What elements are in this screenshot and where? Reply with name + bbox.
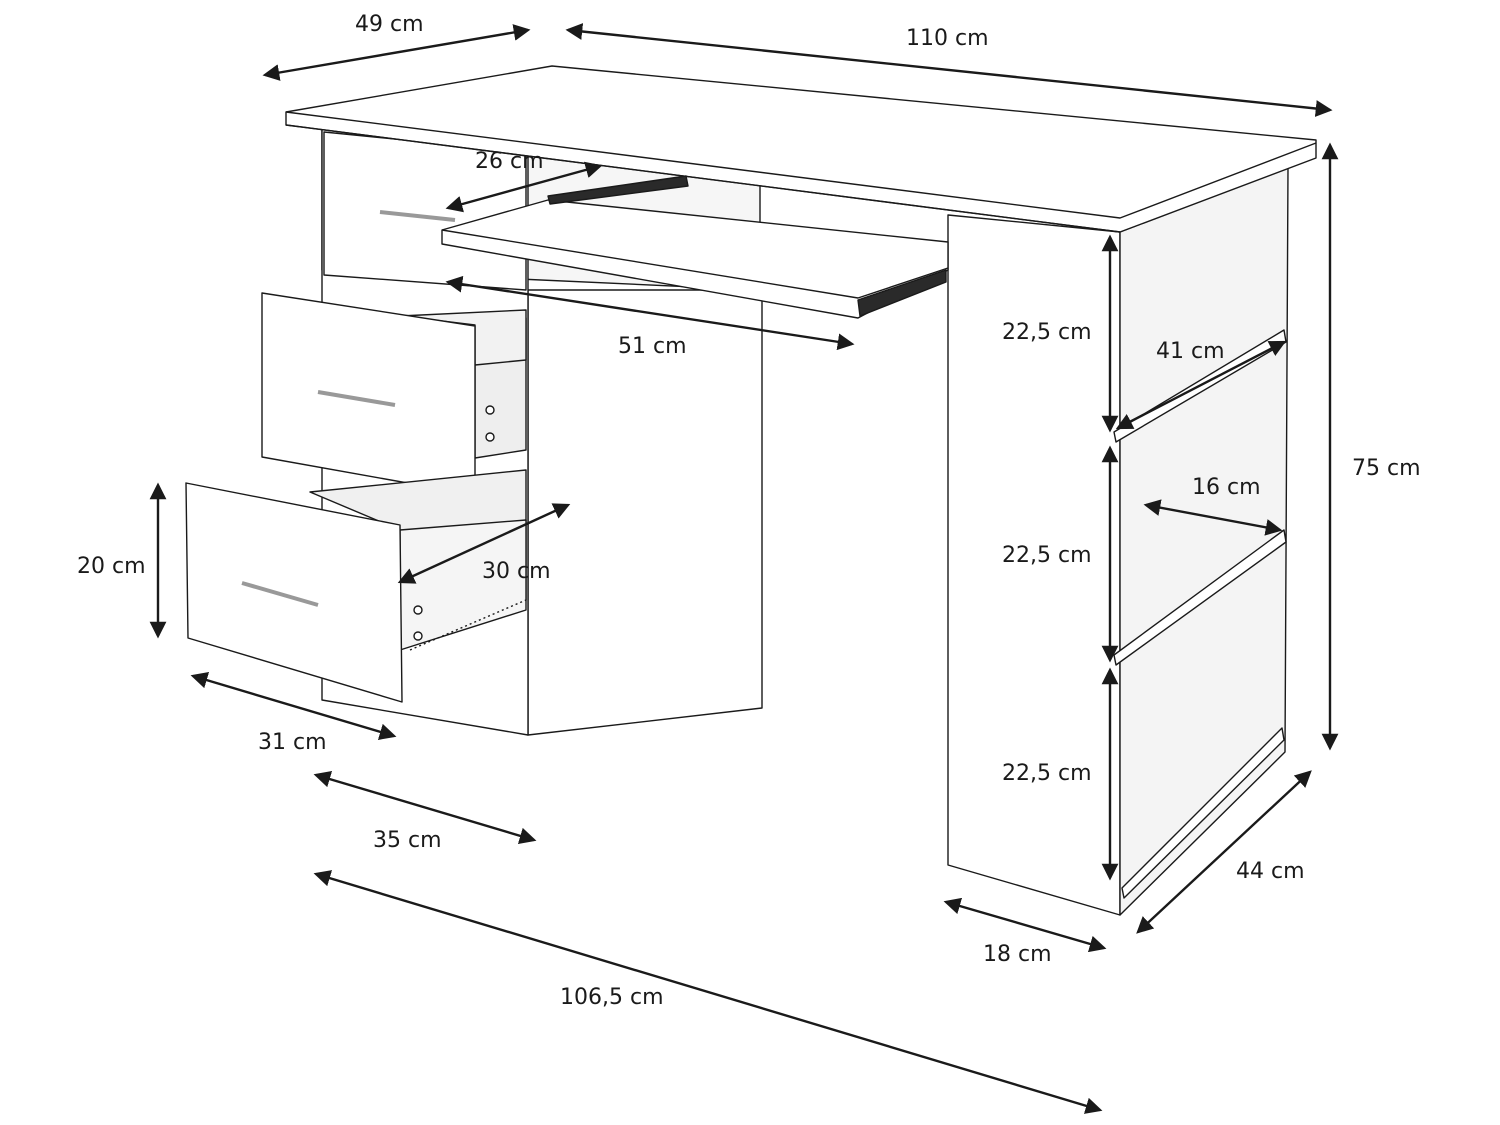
dimension-labels: 49 cm 110 cm 26 cm 51 cm 22,5 cm 41 cm 1… [77, 12, 1421, 1010]
label-width-top: 110 cm [906, 26, 989, 51]
middle-drawer-screw-2 [485, 432, 495, 442]
label-drawer-height: 20 cm [77, 554, 146, 579]
label-keyboard-depth: 26 cm [475, 149, 544, 174]
middle-drawer-screw-1 [485, 405, 495, 415]
arrow-leg-depth [1136, 770, 1312, 934]
bottom-drawer-handle [241, 581, 319, 607]
arrow-shelf-width [1143, 499, 1283, 536]
middle-drawer-front [261, 292, 476, 496]
top-drawer-handle [379, 210, 456, 222]
desk-top-edge-front [285, 124, 1121, 233]
bottom-drawer-screw-1 [413, 605, 423, 615]
middle-drawer-handle [317, 390, 396, 407]
right-leg-side [1119, 167, 1289, 916]
label-shelf-width: 16 cm [1192, 475, 1261, 500]
bottom-drawer-screw-2 [413, 631, 423, 641]
arrow-drawer-width [190, 672, 397, 740]
label-shelf-height-1: 22,5 cm [1002, 320, 1092, 345]
label-leg-width: 18 cm [983, 942, 1052, 967]
label-drawer-inner-depth: 30 cm [482, 559, 551, 584]
label-total-height: 75 cm [1352, 456, 1421, 481]
arrow-base-width [313, 870, 1103, 1114]
arrow-depth-top [262, 24, 531, 81]
bottom-drawer-rail [409, 599, 527, 651]
desk-top-edge [285, 111, 1317, 219]
label-keyboard-width: 51 cm [618, 334, 687, 359]
arrow-width-top [565, 23, 1333, 117]
label-shelf-height-3: 22,5 cm [1002, 761, 1092, 786]
label-shelf-height-2: 22,5 cm [1002, 543, 1092, 568]
label-depth-top: 49 cm [355, 12, 424, 37]
arrow-shelf-depth [1115, 340, 1287, 430]
arrow-keyboard-depth [445, 161, 603, 213]
label-shelf-depth: 41 cm [1156, 339, 1225, 364]
bottom-drawer-front [185, 482, 403, 703]
label-drawer-width: 31 cm [258, 730, 327, 755]
label-cabinet-width: 35 cm [373, 828, 442, 853]
label-base-width: 106,5 cm [560, 985, 664, 1010]
keyboard-tray-front [441, 229, 949, 299]
dimension-arrows [149, 23, 1339, 1114]
arrow-drawer-inner-depth [397, 503, 571, 584]
keyboard-rail-front [857, 269, 947, 317]
label-leg-depth: 44 cm [1236, 859, 1305, 884]
arrow-cabinet-width [313, 771, 537, 844]
arrow-keyboard-width [445, 275, 855, 351]
